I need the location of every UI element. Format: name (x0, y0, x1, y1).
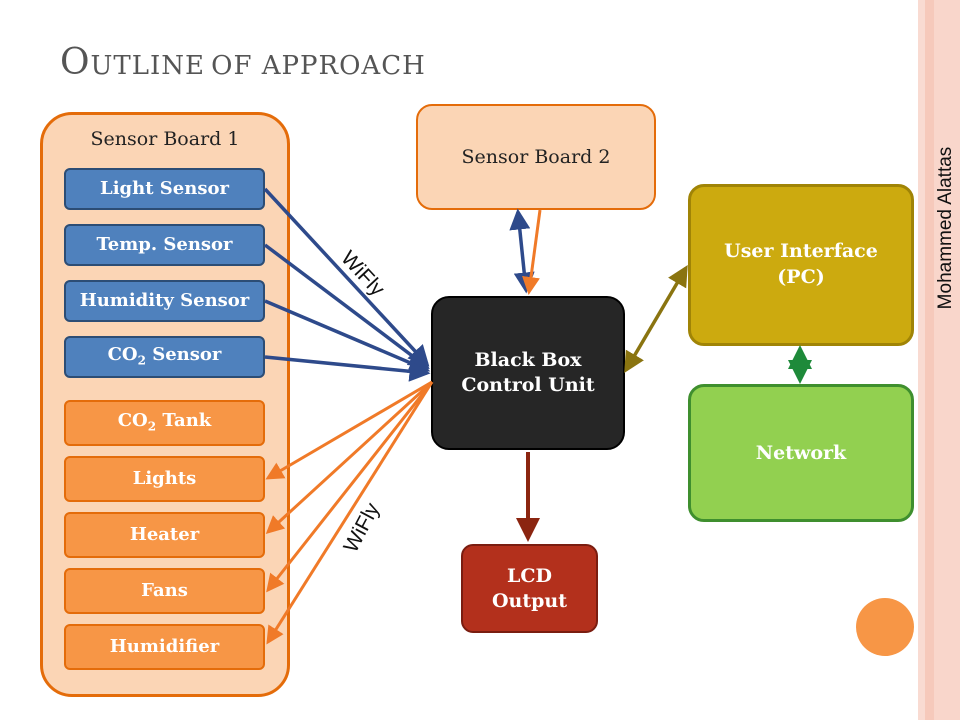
arrow-fans (266, 381, 434, 645)
heater-box: Heater (64, 512, 265, 558)
arrow-lights (265, 380, 434, 535)
decor-stripe-3 (934, 0, 960, 720)
slide-title: Outline of approach (60, 42, 426, 83)
lights-box: Lights (64, 456, 265, 502)
arrow-co2-tank (265, 380, 433, 480)
arrow-board2-orange (522, 209, 542, 295)
decor-stripe-1 (918, 0, 925, 720)
fans-box: Fans (64, 568, 265, 614)
arrow-board2-blue (509, 208, 535, 294)
co2-sensor-box: CO2 Sensor (64, 336, 265, 378)
arrow-humidity-sensor (264, 299, 431, 373)
humidifier-box: Humidifier (64, 624, 265, 670)
sensor-board-2: Sensor Board 2 (416, 104, 656, 210)
network-box: Network (688, 384, 914, 522)
humidity-sensor-box: Humidity Sensor (64, 280, 265, 322)
arrow-user-interface (624, 264, 688, 374)
decor-stripe-2 (925, 0, 934, 720)
arrow-heater (266, 381, 434, 593)
temp-sensor-box: Temp. Sensor (64, 224, 265, 266)
light-sensor-box: Light Sensor (64, 168, 265, 210)
arrow-light-sensor (263, 187, 430, 367)
arrow-temp-sensor (263, 243, 430, 370)
arrow-co2-sensor (264, 355, 431, 382)
user-interface-box: User Interface(PC) (688, 184, 914, 346)
sensor-board-1-label: Sensor Board 1 (90, 128, 240, 150)
co2-tank-box: CO2 Tank (64, 400, 265, 446)
decor-circle (856, 598, 914, 656)
